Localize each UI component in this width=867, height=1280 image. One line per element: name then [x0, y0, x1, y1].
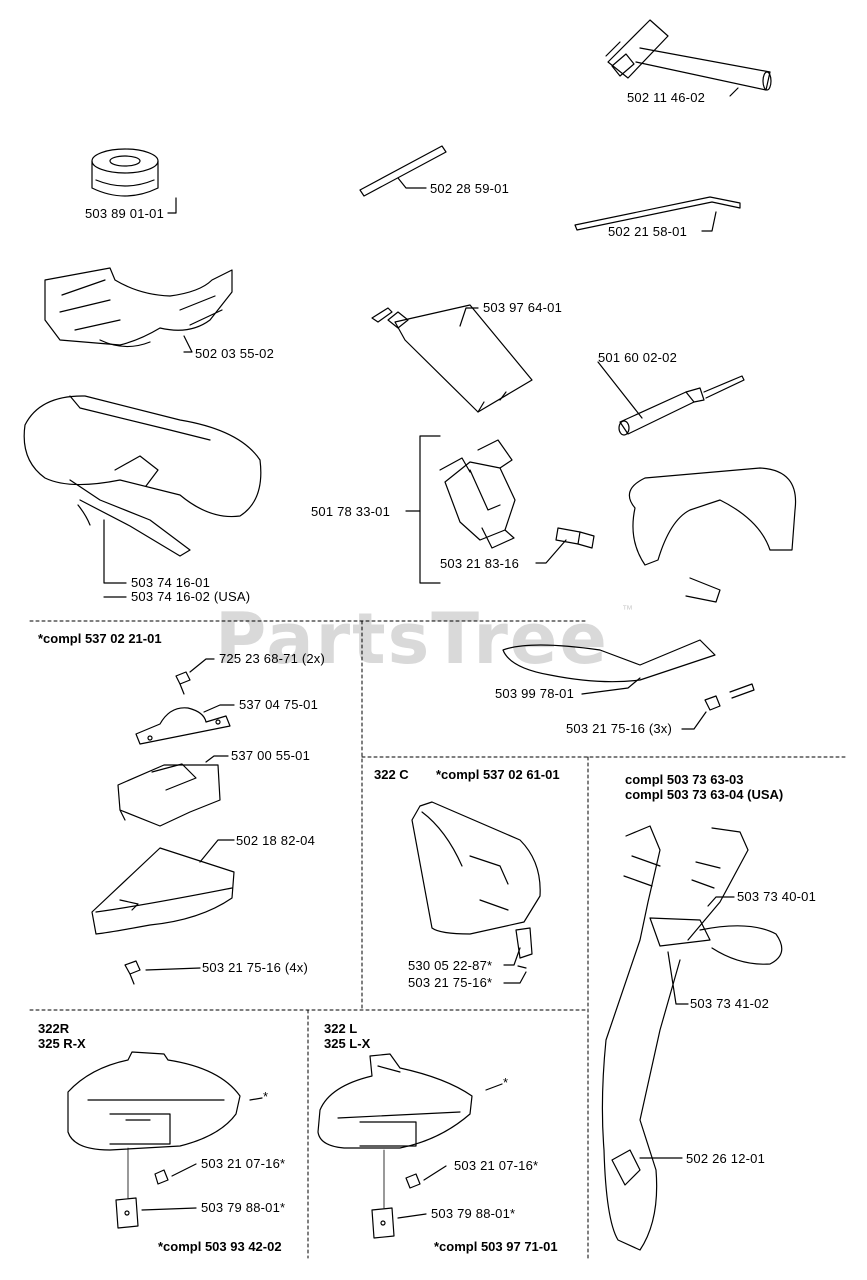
leader-p6	[459, 307, 479, 327]
part-502-26-12-01: 502 26 12-01	[686, 1151, 766, 1166]
box-wrench-drawing	[605, 19, 772, 91]
guard-322r-screw-drawing	[154, 1169, 169, 1185]
guard-322l-plate-drawing	[371, 1207, 395, 1239]
leader-star2	[485, 1083, 503, 1091]
leader-p10	[103, 519, 127, 584]
section-322r-label: 322R	[38, 1021, 70, 1036]
screwdriver-drawing	[618, 375, 745, 436]
pin-drawing	[359, 145, 447, 197]
section-322c-label: 322 C	[374, 767, 409, 782]
kit-header-503-73-63-03: compl 503 73 63-03	[625, 772, 744, 787]
leader-p9	[535, 539, 567, 564]
guard-322r-plate-drawing	[115, 1197, 139, 1229]
part-502-21-58-01: 502 21 58-01	[608, 224, 688, 239]
part-502-11-46-02: 502 11 46-02	[627, 90, 706, 105]
part-502-18-82-04: 502 18 82-04	[236, 833, 316, 848]
leader-p15	[145, 967, 201, 971]
part-503-79-88-01-r: 503 79 88-01*	[201, 1200, 286, 1215]
loop-handle-drawing	[502, 467, 797, 683]
leader-star1	[249, 1097, 263, 1101]
leader-p3	[397, 177, 427, 189]
kit-header-537-02-61-01: *compl 537 02 61-01	[436, 767, 560, 782]
leader-p5	[183, 335, 193, 353]
guard-plate-drawing	[44, 267, 233, 348]
leader-p24	[141, 1207, 197, 1211]
section-dividers	[29, 620, 846, 1259]
part-503-74-16-01: 503 74 16-01	[131, 575, 211, 590]
guard-322c-clip-drawing	[515, 927, 533, 969]
part-725-23-68-71: 725 23 68-71 (2x)	[219, 651, 326, 666]
engine-cover-drawing	[23, 395, 262, 557]
clamp-drawing	[439, 439, 516, 549]
part-502-28-59-01: 502 28 59-01	[430, 181, 510, 196]
leader-p8-bracket	[419, 435, 441, 584]
leader-p17	[681, 711, 707, 730]
leader-p25	[423, 1165, 447, 1181]
bracket-drawing	[135, 707, 231, 745]
grease-tube-drawing	[371, 304, 533, 413]
guard-322l-asterisk: *	[503, 1075, 509, 1090]
leader-p23	[171, 1163, 197, 1177]
handle-screw-drawing	[704, 683, 755, 711]
leader-p19	[503, 971, 527, 984]
leader-p2	[167, 197, 177, 214]
kit-header-503-97-71-01: *compl 503 97 71-01	[434, 1239, 558, 1254]
guard-322c-drawing	[411, 801, 541, 935]
watermark-trademark: ™	[622, 604, 633, 616]
leader-p13	[205, 755, 229, 763]
harness-drawing	[601, 825, 783, 1251]
section-322l-label: 322 L	[324, 1021, 358, 1036]
kit-header-503-93-42-02: *compl 503 93 42-02	[158, 1239, 282, 1254]
leader-p12	[203, 704, 235, 713]
part-503-89-01-01: 503 89 01-01	[85, 206, 165, 221]
part-503-21-07-16-l: 503 21 07-16*	[454, 1158, 539, 1173]
guard-322r-drawing	[67, 1051, 241, 1151]
part-530-05-22-87: 530 05 22-87*	[408, 958, 493, 973]
part-537-04-75-01: 537 04 75-01	[239, 697, 319, 712]
grass-guard-drawing	[91, 847, 235, 935]
leader-p16	[581, 677, 641, 695]
part-503-97-64-01: 503 97 64-01	[483, 300, 563, 315]
guard-322l-screw-drawing	[405, 1173, 421, 1189]
part-503-73-40-01: 503 73 40-01	[737, 889, 817, 904]
kit-header-503-73-63-04-usa: compl 503 73 63-04 (USA)	[625, 787, 784, 802]
part-501-78-33-01: 501 78 33-01	[311, 504, 391, 519]
leader-p26	[397, 1213, 427, 1219]
part-503-21-75-16-star: 503 21 75-16*	[408, 975, 493, 990]
leader-p7	[597, 361, 643, 419]
section-325rx-label: 325 R-X	[38, 1036, 86, 1051]
leader-p18	[503, 947, 521, 966]
leader-p20	[707, 896, 735, 907]
part-501-60-02-02: 501 60 02-02	[598, 350, 678, 365]
rubber-ring-drawing	[91, 148, 159, 197]
guard-screw-drawing	[124, 960, 141, 985]
part-503-21-75-16-3x: 503 21 75-16 (3x)	[566, 721, 673, 736]
watermark: PartsTree	[215, 598, 609, 680]
kit-header-537-02-21-01: *compl 537 02 21-01	[38, 631, 162, 646]
kit-screw-drawing	[175, 671, 191, 695]
leader-p21	[667, 951, 689, 1005]
leader-p14	[199, 839, 235, 863]
section-325lx-label: 325 L-X	[324, 1036, 371, 1051]
part-503-21-07-16-r: 503 21 07-16*	[201, 1156, 286, 1171]
clamp-screw-drawing	[555, 527, 595, 549]
part-503-99-78-01: 503 99 78-01	[495, 686, 575, 701]
part-503-79-88-01-l: 503 79 88-01*	[431, 1206, 516, 1221]
hex-key-drawing	[574, 196, 741, 231]
guard-322r-asterisk: *	[263, 1089, 269, 1104]
leader-p11	[189, 658, 215, 673]
part-503-73-41-02: 503 73 41-02	[690, 996, 770, 1011]
guard-bracket-drawing	[117, 763, 221, 827]
part-503-74-16-02-usa: 503 74 16-02 (USA)	[131, 589, 251, 604]
part-537-00-55-01: 537 00 55-01	[231, 748, 311, 763]
part-503-21-83-16: 503 21 83-16	[440, 556, 520, 571]
leader-p4	[701, 211, 717, 232]
part-503-21-75-16-4x: 503 21 75-16 (4x)	[202, 960, 309, 975]
part-502-03-55-02: 502 03 55-02	[195, 346, 275, 361]
guard-322l-drawing	[317, 1053, 473, 1149]
leader-p1	[729, 87, 739, 97]
